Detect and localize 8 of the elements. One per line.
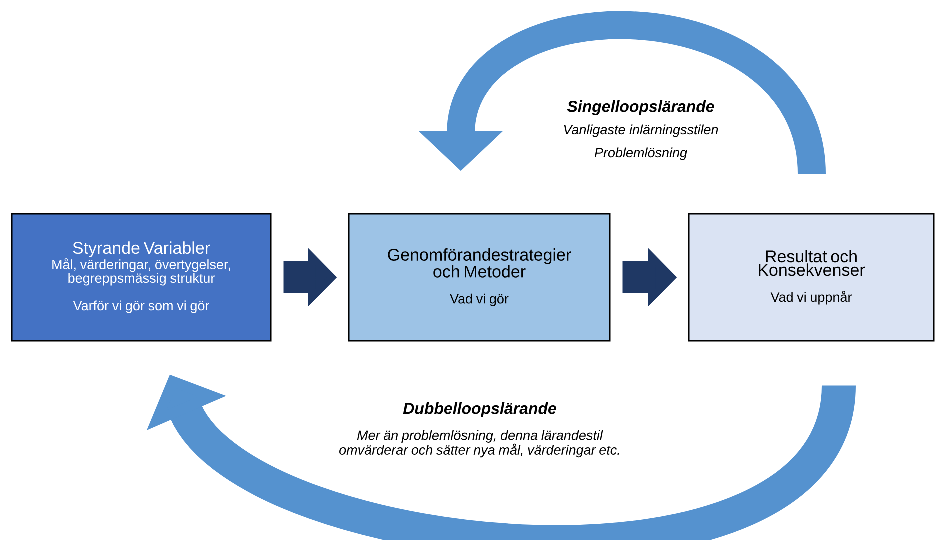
loop-heading: Dubbelloopslärande (403, 402, 556, 418)
process-box: Resultat och Konsekvenser Vad vi uppnår (688, 213, 935, 342)
loop-description: Problemlösning (594, 148, 688, 160)
loop-heading: Singelloopslärande (567, 100, 714, 116)
process-box: Styrande Variabler Mål, värderingar, övertygelser, begreppsmässig struktur Varför vi gör som vi gör (11, 213, 272, 342)
loop-description: Mer än problemlösning, denna lärandestil omvärderar och sätter nya mål, värderingar etc. (340, 430, 620, 458)
process-box: Genomförandestrategier och Metoder Vad vi gör (348, 213, 611, 342)
loop-description: Vanligaste inlärningsstilen (564, 124, 718, 138)
